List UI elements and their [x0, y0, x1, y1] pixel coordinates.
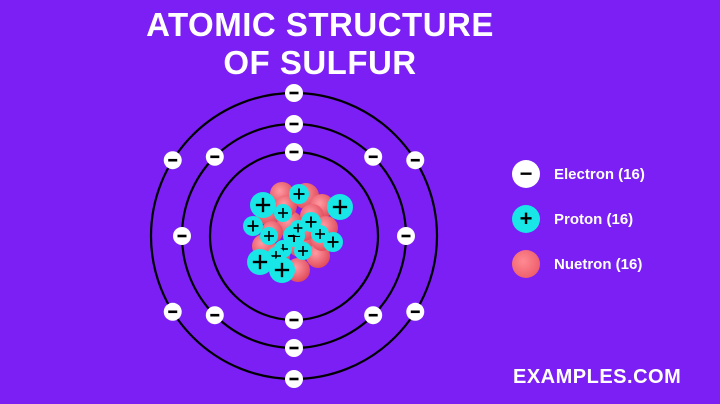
proton [294, 242, 312, 260]
legend-neutron-label: Nuetron (16) [554, 255, 643, 273]
plus-icon-v [268, 231, 270, 241]
title-line-1: ATOMIC STRUCTURE [146, 6, 494, 43]
electron [406, 151, 425, 170]
minus-icon [410, 158, 420, 162]
proton [327, 194, 353, 220]
proton [323, 232, 343, 252]
minus-icon [410, 310, 420, 314]
legend-proton-label: Proton (16) [554, 210, 634, 228]
electron [173, 227, 191, 245]
minus-icon [289, 346, 299, 350]
plus-icon-v [293, 229, 295, 243]
proton [274, 204, 292, 222]
electron [285, 143, 303, 161]
plus-icon-v [282, 208, 284, 218]
plus-icon-v [310, 216, 312, 228]
minus-icon [401, 234, 411, 238]
proton [269, 257, 295, 283]
electron [285, 370, 303, 388]
plus-icon-v [319, 229, 321, 239]
minus-icon [289, 318, 299, 322]
minus-icon [177, 234, 187, 238]
electron [285, 84, 303, 102]
minus-icon [289, 377, 299, 381]
proton-swatch-icon: + [512, 205, 540, 233]
plus-icon-v [338, 199, 342, 215]
plus-icon-v [275, 251, 277, 261]
electron [397, 227, 415, 245]
plus-icon-v [332, 236, 334, 248]
watermark: EXAMPLES.COM [513, 366, 682, 388]
minus-icon [289, 91, 299, 95]
plus-icon-v [258, 254, 262, 270]
plus-icon-v [252, 220, 254, 232]
title-line-2: OF SULFUR [223, 44, 417, 81]
legend-electron-label: Electron (16) [554, 165, 645, 183]
diagram-title: ATOMIC STRUCTURE OF SULFUR [0, 6, 640, 82]
plus-icon-v [298, 188, 300, 200]
electron [285, 311, 303, 329]
electron [163, 151, 182, 170]
electron [364, 306, 383, 325]
nucleus [243, 182, 353, 283]
neutron-swatch-icon [512, 250, 540, 278]
plus-icon-v [297, 223, 299, 233]
proton [243, 216, 263, 236]
minus-icon [210, 155, 220, 159]
proton [260, 227, 278, 245]
electron-group [163, 84, 425, 388]
plus-icon-v [302, 246, 304, 256]
minus-icon [368, 313, 378, 317]
plus-icon-v [282, 244, 284, 254]
legend-neutron: Nuetron (16) [512, 249, 642, 279]
proton [290, 220, 306, 236]
plus-icon-v [280, 262, 284, 278]
electron [285, 115, 303, 133]
minus-icon [368, 155, 378, 159]
minus-icon [210, 313, 220, 317]
proton [247, 249, 273, 275]
minus-icon [289, 122, 299, 126]
minus-icon [168, 158, 178, 162]
minus-icon [289, 150, 299, 154]
legend-proton: + Proton (16) [512, 204, 633, 234]
proton [289, 184, 309, 204]
electron [285, 339, 303, 357]
electron [406, 302, 425, 321]
legend-electron: − Electron (16) [512, 159, 645, 189]
proton [250, 192, 276, 218]
minus-icon [168, 310, 178, 314]
electron [205, 147, 224, 166]
plus-icon-v [261, 197, 265, 213]
electron [205, 306, 224, 325]
electron [163, 302, 182, 321]
electron [364, 147, 383, 166]
electron-swatch-icon: − [512, 160, 540, 188]
